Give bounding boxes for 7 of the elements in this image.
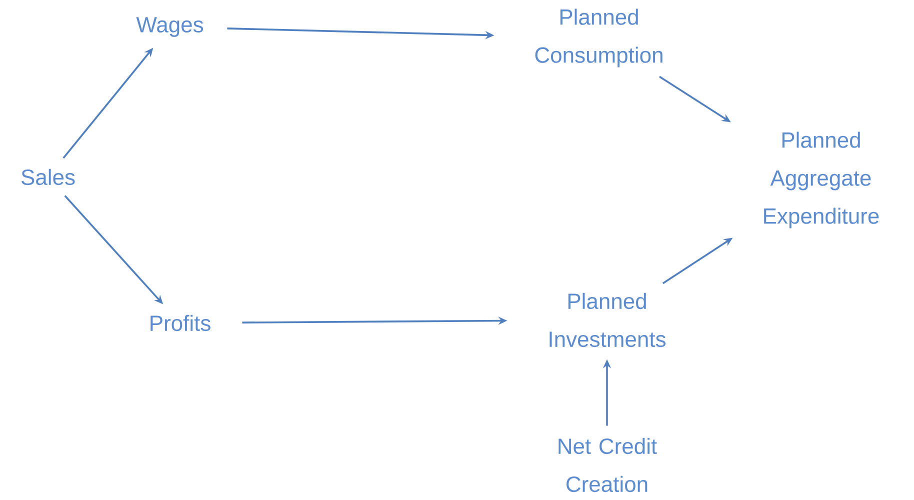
node-label: Planned Investments — [550, 292, 666, 348]
node-label: Planned Consumption — [535, 8, 662, 68]
node-label: Planned Aggregate Expenditure — [764, 132, 879, 228]
node-label: Net Credit Creation — [558, 438, 657, 492]
node-label: Profits — [150, 314, 210, 332]
node-label: Wages — [136, 17, 204, 37]
node-label: Sales — [22, 168, 75, 186]
